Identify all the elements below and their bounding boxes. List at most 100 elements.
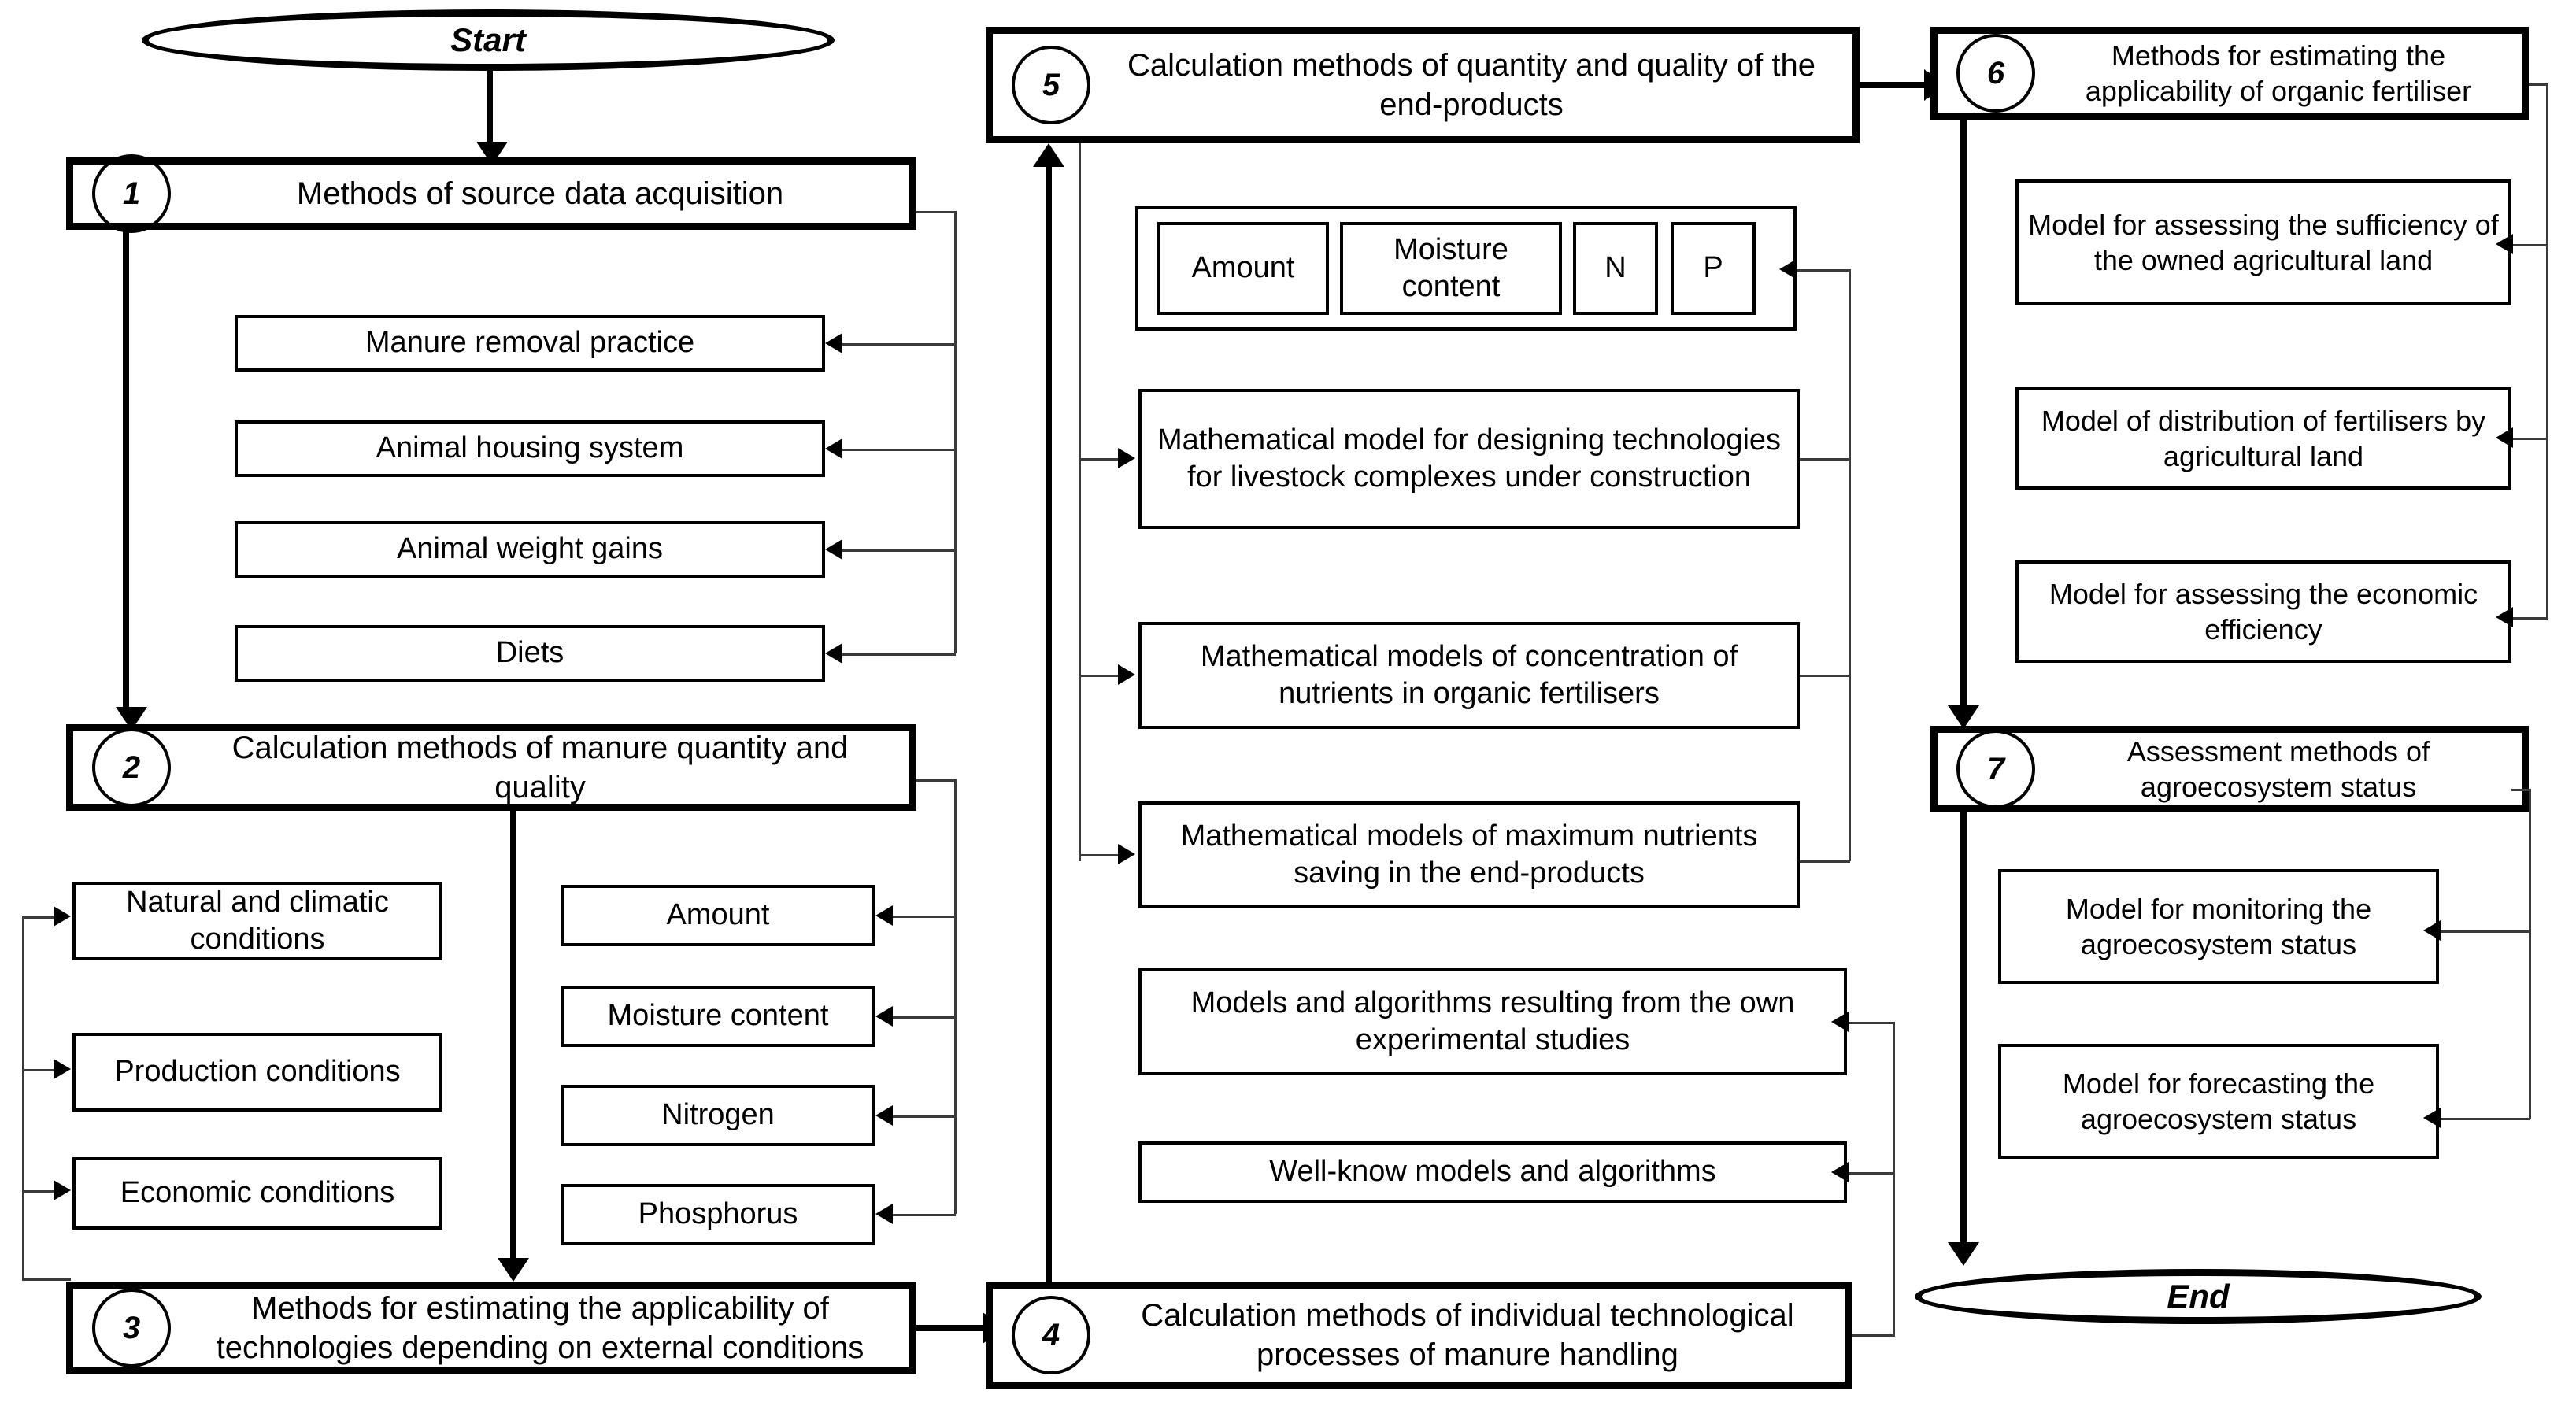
connector-bus-to-stage4-model2 [1849,1172,1894,1175]
connector-stage6-right-bus [2546,83,2548,619]
stage-5-title: Calculation methods of quantity and qual… [1127,48,1815,122]
start-label: Start [450,21,526,58]
arrowhead-stage6-model1 [2496,234,2513,254]
connector-left-condition-bus [22,916,24,1280]
stage-6-model-label: Model for assessing the economic efficie… [2049,578,2478,646]
stage-6-model-sufficiency-owned-land[interactable]: Model for assessing the sufficiency of t… [2015,179,2511,305]
arrowhead-stage7-to-end [1948,1242,1979,1266]
connector-stage5-left-bus [1079,143,1081,861]
stage-7-model-monitoring[interactable]: Model for monitoring the agroecosystem s… [1998,869,2439,984]
connector-model2-to-bus [1800,675,1850,677]
stage-2-property-moisture-content[interactable]: Moisture content [561,986,875,1047]
stage-4-model-label: Models and algorithms resulting from the… [1190,986,1795,1057]
stage-5-endproduct-amount[interactable]: Amount [1157,222,1329,315]
stage-7-model-label: Model for monitoring the agroecosystem s… [2065,893,2372,960]
stage-5-model-designing-technologies[interactable]: Mathematical model for designing technol… [1138,389,1800,529]
stage-1-item-label: Animal housing system [376,431,684,465]
stage-2-property-nitrogen[interactable]: Nitrogen [561,1085,875,1146]
connector-stage4-to-stage5 [1046,165,1052,1283]
arrowhead-stage4-to-stage5 [1033,143,1064,167]
connector-bus-to-condition3 [22,1190,55,1193]
stage-7-box[interactable]: 7 Assessment methods of agroecosystem st… [1930,726,2529,812]
arrowhead-stage5-model2 [1118,664,1135,685]
stage-5-endproduct-label: Amount [1191,251,1295,285]
stage-3-box[interactable]: 3 Methods for estimating the applicabili… [66,1282,916,1374]
arrowhead-stage6-to-stage7 [1948,705,1979,729]
arrowhead-prop1 [875,905,893,926]
connector-stage1-bus-vertical [954,211,957,653]
stage-7-model-forecasting[interactable]: Model for forecasting the agroecosystem … [1998,1044,2439,1159]
stage-1-item-animal-weight-gains[interactable]: Animal weight gains [235,521,825,578]
stage-5-model-label: Mathematical model for designing technol… [1157,423,1782,494]
connector-stage1-to-item3 [842,549,956,552]
stage-5-model-label: Mathematical models of maximum nutrients… [1180,819,1758,890]
stage-4-model-own-experimental-studies[interactable]: Models and algorithms resulting from the… [1138,968,1847,1075]
connector-stage1-to-item4 [842,653,956,656]
end-terminator: End [1915,1269,2482,1324]
stage-5-endproduct-moisture-content[interactable]: Moisture content [1340,222,1562,315]
stage-5-endproduct-label: Moisture content [1393,232,1508,304]
connector-stage6-bus-top [2529,83,2548,86]
end-label: End [2167,1278,2230,1315]
stage-1-item-animal-housing-system[interactable]: Animal housing system [235,420,825,477]
stage-2-property-phosphorus[interactable]: Phosphorus [561,1184,875,1245]
stage-1-box[interactable]: 1 Methods of source data acquisition [66,154,916,233]
stage-5-model-label: Mathematical models of concentration of … [1200,639,1738,711]
stage-2-number: 2 [92,728,171,807]
stage-2-condition-natural-and-climatic[interactable]: Natural and climatic conditions [72,882,442,960]
stage-2-condition-label: Production conditions [114,1055,401,1089]
arrowhead-stage1-item4 [825,643,842,664]
connector-stage1-to-stage2 [123,230,129,718]
stage-2-condition-label: Economic conditions [120,1176,395,1210]
stage-4-number: 4 [1012,1296,1090,1374]
arrowhead-stage4-model1 [1831,1012,1849,1032]
connector-stage7-right-bus [2529,789,2531,1119]
connector-model3-to-bus [1800,860,1850,863]
connector-stage5-right-bus [1849,269,1851,861]
stage-1-item-manure-removal-practice[interactable]: Manure removal practice [235,315,825,372]
connector-bus-to-stage6-model1 [2513,244,2548,246]
stage-4-box[interactable]: 4 Calculation methods of individual tech… [986,1282,1852,1389]
arrowhead-prop3 [875,1105,893,1126]
stage-6-model-label: Model for assessing the sufficiency of t… [2028,209,2499,276]
arrowhead-endproducts-group [1779,259,1797,279]
stage-6-box[interactable]: 6 Methods for estimating the applicabili… [1930,27,2529,120]
connector-stage3-to-stage4 [916,1325,989,1331]
connector-stage1-to-item2 [842,449,956,451]
arrowhead-stage1-item3 [825,539,842,560]
stage-7-model-label: Model for forecasting the agroecosystem … [2062,1067,2375,1135]
arrowhead-stage7-model2 [2423,1108,2441,1128]
connector-bus-to-stage6-model3 [2513,617,2548,620]
stage-6-model-distribution-by-land[interactable]: Model of distribution of fertilisers by … [2015,387,2511,490]
stage-5-box[interactable]: 5 Calculation methods of quantity and qu… [986,27,1860,143]
stage-2-condition-economic[interactable]: Economic conditions [72,1157,442,1230]
stage-5-endproduct-n[interactable]: N [1573,222,1658,315]
stage-1-item-diets[interactable]: Diets [235,625,825,682]
arrowhead-condition3 [54,1180,71,1200]
connector-stage2-to-prop4 [893,1214,956,1216]
start-terminator: Start [142,9,835,71]
connector-stage5-to-stage6 [1860,82,1930,88]
stage-2-condition-production[interactable]: Production conditions [72,1033,442,1112]
stage-6-title: Methods for estimating the applicability… [2085,39,2472,107]
arrowhead-condition2 [54,1059,71,1079]
stage-5-endproduct-p[interactable]: P [1671,222,1756,315]
arrowhead-stage6-model3 [2496,607,2513,627]
arrowhead-stage5-model1 [1118,448,1135,468]
stage-6-model-economic-efficiency[interactable]: Model for assessing the economic efficie… [2015,560,2511,663]
stage-5-model-nutrient-concentration[interactable]: Mathematical models of concentration of … [1138,622,1800,729]
arrowhead-stage5-model3 [1118,844,1135,864]
connector-stage5-to-model1 [1079,458,1120,461]
stage-4-model-well-know[interactable]: Well-know models and algorithms [1138,1141,1847,1203]
stage-2-box[interactable]: 2 Calculation methods of manure quantity… [66,724,916,811]
stage-2-title: Calculation methods of manure quantity a… [231,731,849,805]
stage-5-number: 5 [1012,46,1090,124]
connector-bus-to-stage7-model2 [2441,1118,2530,1120]
arrowhead-stage2-to-stage3 [498,1258,529,1282]
stage-1-item-label: Manure removal practice [365,326,695,360]
arrowhead-stage4-model2 [1831,1162,1849,1182]
stage-2-property-amount[interactable]: Amount [561,885,875,946]
stage-5-model-max-nutrient-saving[interactable]: Mathematical models of maximum nutrients… [1138,801,1800,908]
arrowhead-stage7-model1 [2423,920,2441,941]
